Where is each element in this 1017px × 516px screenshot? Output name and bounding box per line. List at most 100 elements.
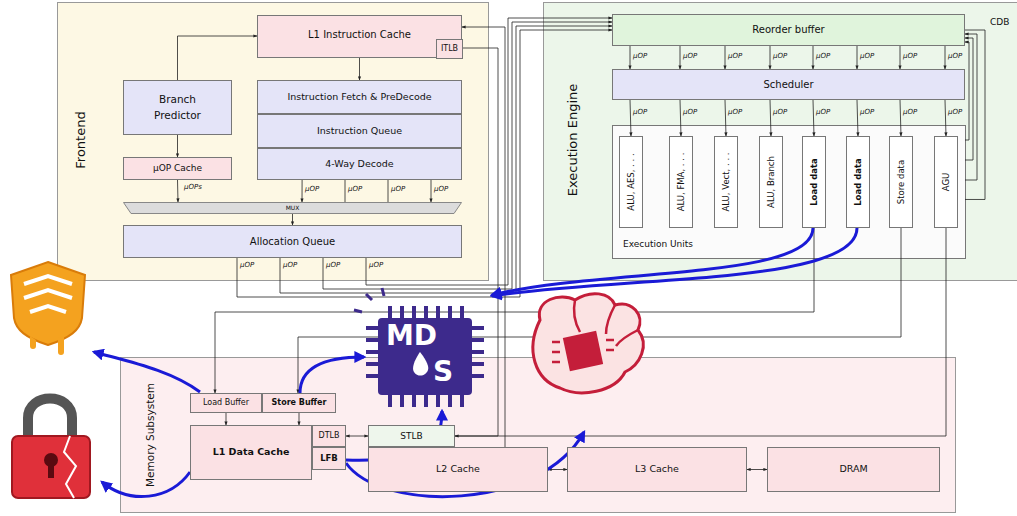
uop-tag: µOP: [240, 262, 254, 269]
foreshadow-lock: [12, 399, 90, 499]
execution-unit: Load data: [802, 136, 826, 228]
node-text: STLB: [400, 431, 422, 441]
process-box: Load Buffer: [190, 393, 262, 413]
connector: [292, 214, 293, 225]
connector: [900, 100, 901, 136]
node-text: Execution Units: [623, 240, 693, 249]
ridl-zombieload-fist: [533, 294, 643, 393]
node-text: µOP Cache: [153, 163, 202, 173]
execution-unit: Store data: [889, 136, 913, 228]
connector: [630, 100, 631, 136]
node-text: ALU, Vect, . . .: [721, 152, 731, 211]
uop-tag: µOP: [283, 262, 297, 269]
node-text: 4-Way Decode: [325, 159, 393, 170]
node-text: Instruction Fetch & PreDecode: [287, 92, 431, 103]
uop-tag: µOP: [816, 109, 830, 116]
uop-tag: µOP: [434, 186, 448, 193]
connector: [177, 180, 179, 202]
node-text: Load data: [809, 158, 819, 206]
process-box: µOP Cache: [123, 157, 232, 180]
uop-tag: µOP: [305, 186, 319, 193]
node-text: Store Buffer: [272, 398, 327, 407]
panel: Memory Subsystem Load Buffer Store BufferL…: [120, 357, 955, 513]
execution-unit: Load data: [846, 136, 870, 228]
uop-tag: µOP: [948, 53, 962, 60]
node-text: MUX: [286, 205, 300, 212]
process-box: DTLB: [312, 425, 346, 447]
node-text: Store data: [896, 160, 906, 204]
node-text: Memory Subsystem: [144, 383, 156, 487]
node-text: Load Buffer: [203, 398, 249, 407]
connector: [299, 413, 300, 425]
process-box: ITLB: [436, 39, 463, 59]
uop-tag: µOP: [683, 53, 697, 60]
connector: [965, 30, 985, 199]
process-box: Store Buffer: [262, 393, 336, 413]
connector: [680, 100, 681, 136]
execution-unit: ALU, Branch: [759, 136, 783, 228]
connector: [945, 100, 946, 136]
process-box: Allocation Queue: [123, 225, 462, 258]
process-box: STLB: [368, 425, 455, 447]
uop-tag: µOP: [773, 53, 787, 60]
node-text: L3 Cache: [635, 464, 679, 475]
attack-arrows: [94, 228, 857, 497]
node-text: ALU, Branch: [766, 156, 776, 208]
units-ground: [613, 126, 966, 259]
uop-tag: µOP: [369, 262, 383, 269]
uop-tag: µOP: [903, 53, 917, 60]
execution-unit: ALU, AES, . . .: [619, 136, 643, 228]
node-text: ALU, FMA, . . .: [676, 153, 686, 212]
node-text: ALU, AES, . . .: [626, 153, 636, 210]
process-box: LFB: [312, 447, 346, 470]
node-text: Frontend: [73, 111, 88, 168]
meltdown-shield: [11, 262, 85, 355]
uop-tag: µOP: [728, 109, 742, 116]
uop-tag: µOP: [326, 262, 340, 269]
node-text: DTLB: [319, 431, 340, 440]
node-text: Branch Predictor: [138, 92, 217, 124]
uop-tag: µOP: [391, 186, 405, 193]
process-box: Scheduler: [612, 69, 965, 100]
uop-tag: µOP: [683, 109, 697, 116]
process-box: Reorder buffer: [612, 14, 965, 46]
connector: [770, 100, 771, 136]
process-box: L1 Instruction CacheITLB: [257, 15, 462, 58]
logo-letters: MD: [386, 322, 437, 350]
node-text: ITLB: [441, 44, 458, 53]
node-text: L2 Cache: [436, 464, 480, 475]
node-text: L1 Instruction Cache: [308, 29, 411, 41]
process-box: DRAM: [767, 447, 940, 492]
logo-letters: S: [433, 358, 453, 386]
node-text: Scheduler: [763, 79, 813, 91]
connector: [302, 180, 303, 202]
uop-tag: µOPs: [184, 184, 202, 191]
connector: [548, 469, 567, 470]
uop-tag: µOP: [860, 109, 874, 116]
connector: [747, 469, 767, 470]
process-box: L2 Cache: [368, 447, 548, 492]
process-box: 4-Way Decode: [257, 148, 462, 180]
connector: [630, 46, 631, 69]
connector: [178, 36, 258, 80]
node-text: DRAM: [839, 464, 867, 475]
node-text: L1 Data Cache: [213, 447, 290, 458]
memory-panel-ground: [121, 358, 956, 513]
uop-tag: µOP: [728, 53, 742, 60]
process-box: L3 Cache: [567, 447, 747, 492]
connector: [177, 135, 178, 157]
uop-tag: µOP: [773, 109, 787, 116]
bus-name: CDB: [990, 18, 1009, 27]
uop-tag: µOP: [948, 109, 962, 116]
uop-tag: µOP: [348, 186, 362, 193]
uop-tag: µOP: [903, 109, 917, 116]
process-box: L1 Data Cache: [190, 425, 312, 480]
node-text: Load data: [853, 158, 863, 206]
node-text: Reorder buffer: [752, 24, 824, 36]
process-box: Instruction Queue: [257, 114, 462, 148]
units-group: Execution Units ALU, AES, . . . ALU, FMA, …: [612, 125, 965, 258]
connector: [346, 436, 368, 437]
mds-chip: [354, 288, 484, 407]
process-box: Instruction Fetch & PreDecode: [257, 80, 462, 114]
